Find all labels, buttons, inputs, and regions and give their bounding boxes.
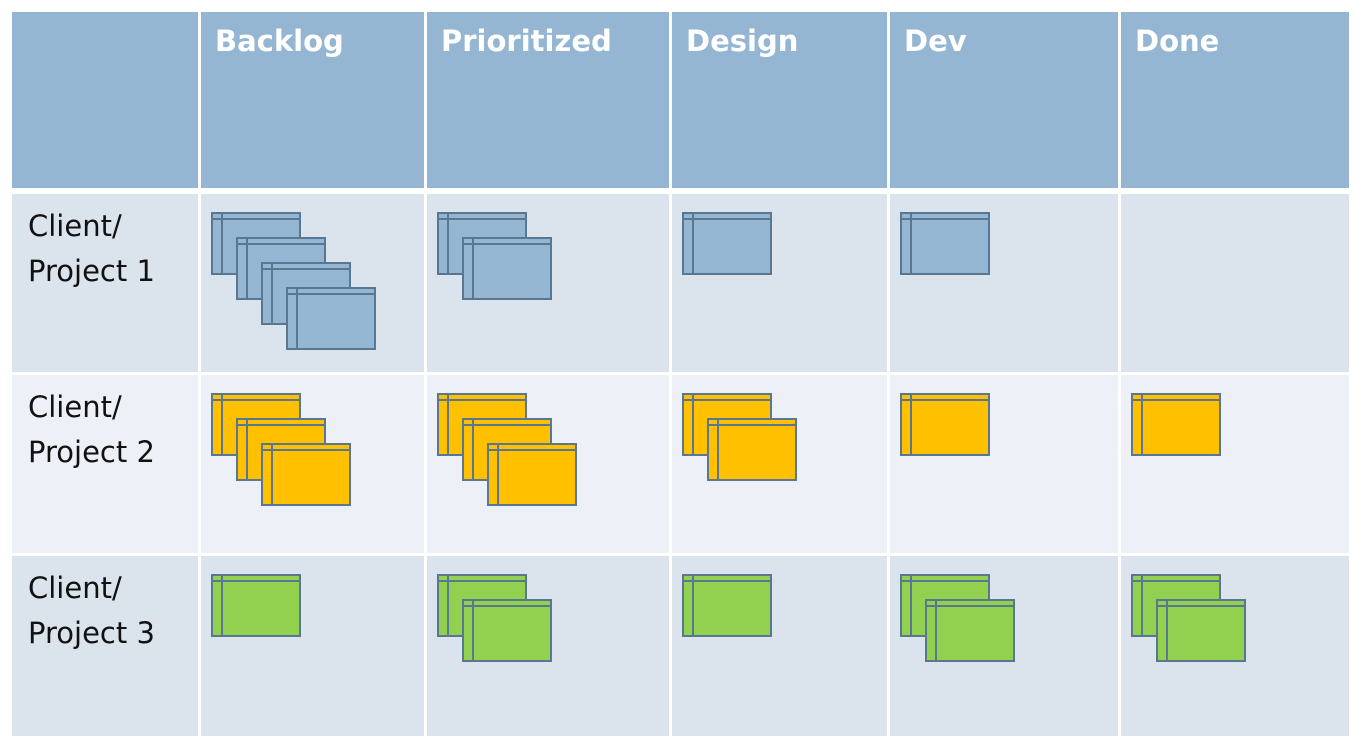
lane (672, 375, 887, 553)
column-header-done: Done (1121, 12, 1349, 188)
lane (890, 556, 1118, 736)
row-label-project-2: Client/ Project 2 (12, 375, 198, 553)
task-card[interactable] (900, 212, 990, 275)
task-card[interactable] (682, 212, 772, 275)
task-card[interactable] (707, 418, 797, 481)
lane (1121, 194, 1349, 372)
task-card[interactable] (211, 574, 301, 637)
lane (201, 375, 424, 553)
lane (890, 194, 1118, 372)
task-card[interactable] (925, 599, 1015, 662)
lane (890, 375, 1118, 553)
row-label-line: Client/ (28, 209, 122, 243)
column-header-prioritized: Prioritized (427, 12, 669, 188)
lane (201, 194, 424, 372)
row-label-line: Project 2 (28, 435, 155, 469)
column-header-design: Design (672, 12, 887, 188)
lane (427, 556, 669, 736)
kanban-board: Backlog Prioritized Design Dev Done Clie… (12, 12, 1349, 736)
lane (427, 375, 669, 553)
row-label-project-1: Client/ Project 1 (12, 194, 198, 372)
row-label-line: Client/ (28, 390, 122, 424)
column-header-backlog: Backlog (201, 12, 424, 188)
lane (1121, 556, 1349, 736)
column-header-dev: Dev (890, 12, 1118, 188)
task-card[interactable] (462, 237, 552, 300)
row-label-line: Project 3 (28, 616, 155, 650)
row-label-project-3: Client/ Project 3 (12, 556, 198, 736)
task-card[interactable] (487, 443, 577, 506)
task-card[interactable] (286, 287, 376, 350)
row-label-line: Project 1 (28, 254, 155, 288)
task-card[interactable] (1131, 393, 1221, 456)
lane (1121, 375, 1349, 553)
task-card[interactable] (462, 599, 552, 662)
header-corner (12, 12, 198, 188)
task-card[interactable] (1156, 599, 1246, 662)
lane (672, 556, 887, 736)
task-card[interactable] (682, 574, 772, 637)
task-card[interactable] (900, 393, 990, 456)
row-label-line: Client/ (28, 571, 122, 605)
lane (672, 194, 887, 372)
task-card[interactable] (261, 443, 351, 506)
lane (201, 556, 424, 736)
lane (427, 194, 669, 372)
